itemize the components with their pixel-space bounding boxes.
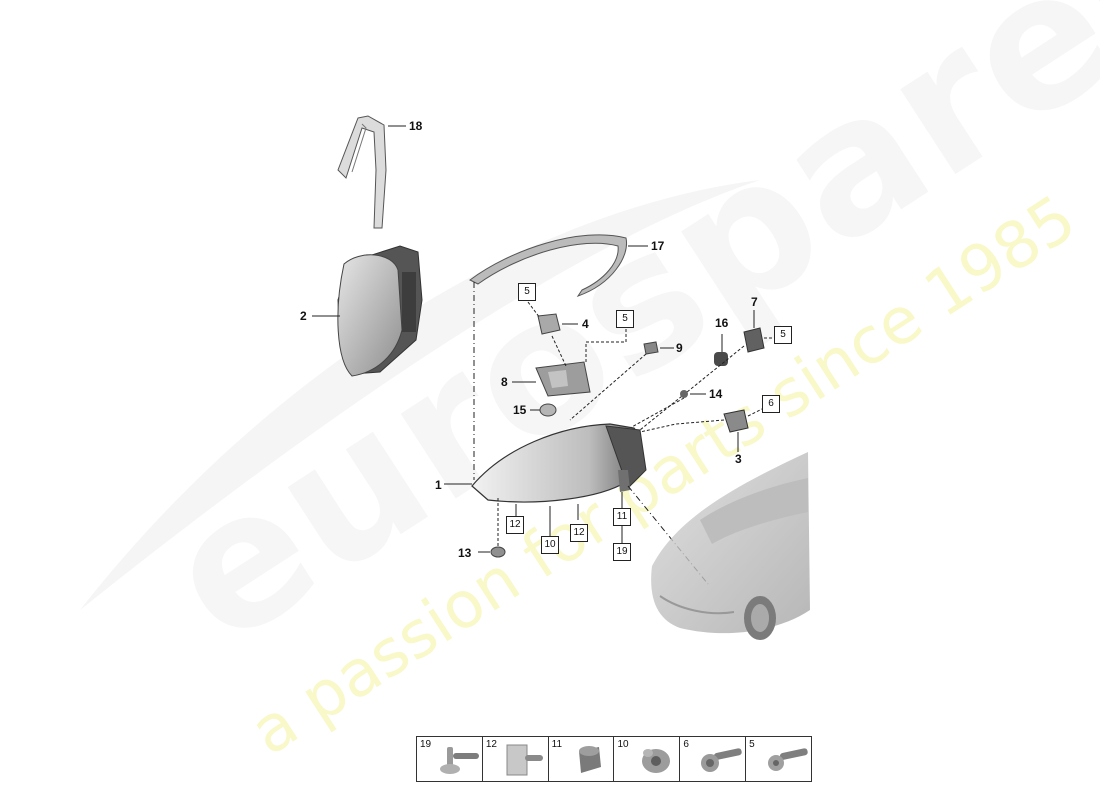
fastener-cell-6: 6 bbox=[679, 736, 747, 782]
torx-bolt-icon bbox=[701, 748, 743, 772]
fastener-legend-table: 19 12 11 bbox=[416, 736, 812, 782]
part-label-8: 8 bbox=[501, 375, 508, 389]
fastener-ref-19: 19 bbox=[613, 543, 631, 561]
fastener-cell-5: 5 bbox=[745, 736, 812, 782]
part-13-grommet bbox=[490, 546, 506, 558]
part-label-7: 7 bbox=[751, 295, 758, 309]
fastener-cell-11: 11 bbox=[547, 736, 615, 782]
part-8-bracket bbox=[535, 361, 591, 397]
part-15-cap bbox=[539, 403, 557, 417]
fastener-cell-10: 10 bbox=[613, 736, 681, 782]
fastener-cell-19: 19 bbox=[416, 736, 483, 782]
part-14-screw bbox=[680, 390, 688, 398]
sleeve-nut-icon bbox=[578, 746, 601, 773]
fastener-number: 6 bbox=[683, 739, 689, 750]
fastener-number: 10 bbox=[617, 739, 629, 750]
bolt-flange-icon bbox=[440, 747, 479, 774]
fastener-ref-5: 5 bbox=[774, 326, 792, 344]
grommet-nut-icon bbox=[642, 749, 671, 773]
part-label-2: 2 bbox=[300, 309, 307, 323]
part-2-headlight-housing bbox=[337, 245, 423, 377]
part-16-cover bbox=[714, 352, 728, 366]
part-1-headlight-assembly bbox=[471, 423, 647, 503]
fastener-number: 12 bbox=[485, 739, 497, 750]
fastener-cell-12: 12 bbox=[481, 736, 549, 782]
fastener-ref-10: 10 bbox=[541, 536, 559, 554]
part-label-3: 3 bbox=[735, 452, 742, 466]
part-label-4: 4 bbox=[582, 317, 589, 331]
part-label-1: 1 bbox=[435, 478, 442, 492]
part-label-14: 14 bbox=[709, 387, 723, 401]
fastener-ref-5: 5 bbox=[518, 283, 536, 301]
part-9-clip bbox=[643, 341, 659, 355]
part-label-15: 15 bbox=[513, 403, 527, 417]
screw-icon bbox=[768, 748, 808, 771]
part-4-module bbox=[537, 313, 561, 335]
part-17-frame-trim bbox=[469, 234, 628, 297]
fastener-number: 5 bbox=[749, 739, 755, 750]
fastener-number: 19 bbox=[420, 739, 432, 750]
fastener-number: 11 bbox=[551, 739, 563, 750]
part-label-16: 16 bbox=[715, 316, 729, 330]
fastener-ref-6: 6 bbox=[762, 395, 780, 413]
part-label-9: 9 bbox=[676, 341, 683, 355]
fastener-ref-5: 5 bbox=[616, 310, 634, 328]
fastener-ref-11: 11 bbox=[613, 508, 631, 526]
part-label-18: 18 bbox=[409, 119, 423, 133]
fastener-ref-12: 12 bbox=[506, 516, 524, 534]
part-3-control-unit bbox=[723, 409, 749, 433]
fastener-ref-12: 12 bbox=[570, 524, 588, 542]
part-label-17: 17 bbox=[651, 239, 665, 253]
car-location-illustration bbox=[651, 452, 810, 640]
part-label-13: 13 bbox=[458, 546, 472, 560]
part-7-actuator bbox=[743, 327, 765, 353]
part-18-seal-strip bbox=[337, 115, 387, 229]
clip-plate-icon bbox=[506, 744, 543, 776]
